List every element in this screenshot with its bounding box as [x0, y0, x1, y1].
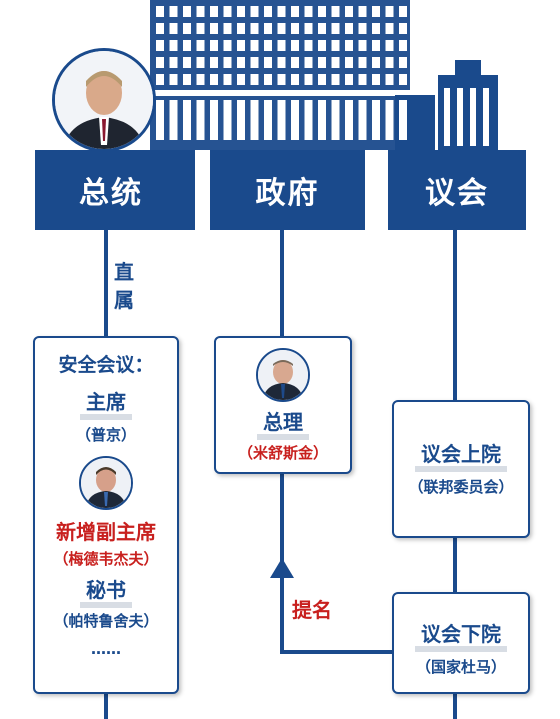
lower-house-title: 议会下院 [415, 624, 507, 652]
direct-label: 直属 [114, 260, 134, 312]
premier-name: （米舒斯金） [237, 444, 328, 462]
deputy-name: （梅德韦杰夫） [53, 550, 159, 568]
chair-title: 主席 [80, 392, 132, 420]
header-government: 政府 [210, 150, 365, 230]
header-government-label: 政府 [255, 176, 320, 211]
more-ellipsis: …… [91, 640, 121, 658]
nominate-label: 提名 [292, 598, 332, 622]
deputy-portrait [79, 456, 133, 510]
chair-name: （普京） [75, 426, 136, 444]
lower-house-card: 议会下院 （国家杜马） [392, 592, 530, 694]
upper-house-card: 议会上院 （联邦委员会） [392, 400, 530, 538]
secretary-title: 秘书 [80, 580, 132, 608]
security-bottom-connector [104, 690, 108, 719]
chair-title-wrap: 主席 [35, 390, 177, 420]
premier-title-wrap: 总理 [216, 410, 350, 440]
security-council-card: 安全会议： 主席 （普京） 新增副主席 （梅德韦杰夫） 秘书 （帕特鲁舍夫） …… [33, 336, 179, 694]
arrow-up-icon [270, 558, 294, 578]
houses-connector [453, 534, 457, 594]
nominate-horizontal-connector [280, 650, 395, 654]
header-president-label: 总统 [79, 176, 143, 211]
upper-house-title: 议会上院 [415, 444, 507, 472]
secretary-name: （帕特鲁舍夫） [53, 612, 159, 630]
premier-card: 总理 （米舒斯金） [214, 336, 352, 474]
premier-portrait [256, 348, 310, 402]
president-portrait [52, 48, 156, 152]
security-council-title: 安全会议： [58, 354, 154, 376]
header-parliament-label: 议会 [425, 176, 489, 211]
president-connector [104, 228, 108, 338]
parliament-connector [453, 228, 457, 403]
government-connector [280, 228, 284, 338]
upper-house-name: （联邦委员会） [408, 478, 514, 496]
building-illustration [150, 0, 525, 155]
header-president: 总统 [35, 150, 195, 230]
premier-title: 总理 [257, 412, 309, 440]
lower-house-bottom-connector [453, 690, 457, 719]
lower-house-name: （国家杜马） [415, 658, 506, 676]
upper-house-title-wrap: 议会上院 [394, 442, 528, 472]
secretary-title-wrap: 秘书 [35, 578, 177, 608]
header-parliament: 议会 [388, 150, 526, 230]
deputy-title: 新增副主席 [56, 520, 156, 544]
lower-house-title-wrap: 议会下院 [394, 622, 528, 652]
